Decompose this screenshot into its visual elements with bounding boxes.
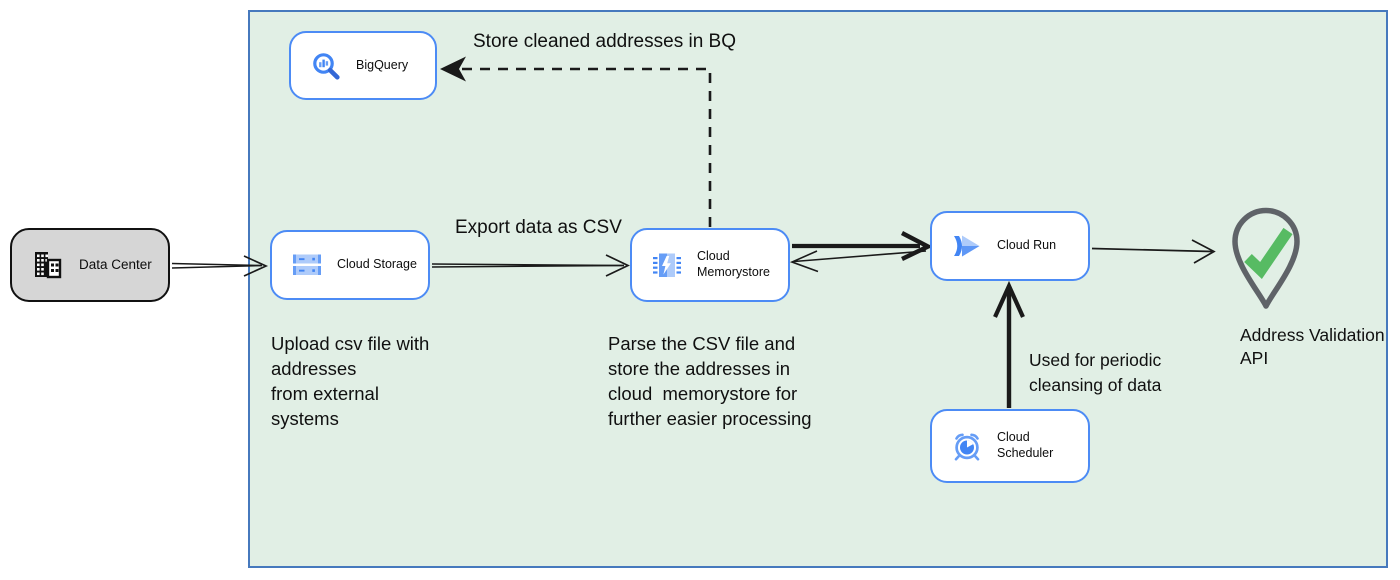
node-cloud-memorystore[interactable]: Cloud Memorystore	[630, 228, 790, 302]
memorystore-chip-icon	[652, 251, 682, 279]
map-pin-check-icon	[1220, 207, 1312, 316]
node-label: Cloud Run	[997, 238, 1057, 253]
note-periodic-cleansing: Used for periodic cleansing of data	[1029, 350, 1162, 395]
node-cloud-run[interactable]: Cloud Run	[930, 211, 1090, 281]
building-icon	[32, 250, 64, 280]
node-label: Cloud Memorystore	[697, 249, 770, 279]
bigquery-icon	[311, 51, 341, 81]
node-address-validation[interactable]	[1220, 204, 1312, 317]
cloud-run-icon	[952, 233, 982, 259]
cloud-storage-icon	[292, 253, 322, 277]
address-validation-api-label: Address Validation API	[1240, 325, 1385, 368]
node-cloud-storage[interactable]: Cloud Storage	[270, 230, 430, 300]
node-bigquery[interactable]: BigQuery	[289, 31, 437, 100]
alarm-clock-icon	[952, 432, 982, 461]
node-label: BigQuery	[356, 57, 409, 72]
node-data-center[interactable]: Data Center	[10, 228, 170, 302]
node-label: Cloud Scheduler	[997, 430, 1054, 460]
edge-label-store-cleaned-bq: Store cleaned addresses in BQ	[473, 31, 736, 52]
note-upload-csv: Upload csv file with addresses from exte…	[271, 333, 430, 429]
note-parse-csv: Parse the CSV file and store the address…	[608, 333, 812, 429]
edge-label-export-csv: Export data as CSV	[455, 217, 622, 238]
cloud-boundary-box	[248, 10, 1388, 568]
node-cloud-scheduler[interactable]: Cloud Scheduler	[930, 409, 1090, 483]
node-label: Data Center	[79, 256, 152, 272]
node-label: Cloud Storage	[337, 257, 417, 272]
